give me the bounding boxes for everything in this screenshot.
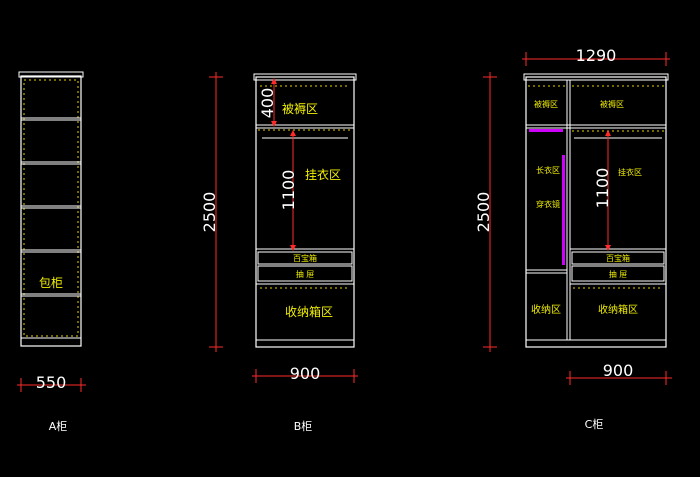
caption-a: A柜 (49, 420, 68, 433)
dim-a-width: 550 (36, 373, 67, 392)
cabinet-c-outline (525, 76, 667, 348)
dim-c-1100: 1100 (593, 168, 612, 209)
cabinet-b-top (253, 73, 357, 81)
zone-bedding: 被褥区 (282, 101, 318, 116)
label-baogui: 包柜 (39, 276, 63, 290)
caption-b: B柜 (294, 420, 313, 433)
dim-c-top: 1290 (576, 46, 617, 65)
cabinet-a-top (18, 71, 84, 78)
dim-arrow (605, 130, 611, 136)
zone-storage-left: 收纳区 (531, 303, 561, 316)
zone-hanging: 挂衣区 (618, 167, 642, 177)
jewelry-box (257, 251, 353, 265)
dim-b-1100: 1100 (279, 170, 298, 211)
dim-arrow (271, 78, 277, 84)
dress-mirror (562, 155, 565, 265)
zone-drawer: 抽 屉 (296, 269, 315, 279)
drawer (257, 265, 353, 282)
cabinet-c: 被褥区 被褥区 长衣区 穿衣镜 收纳区 挂衣区 百宝箱 抽 屉 收纳箱区 110… (474, 46, 672, 431)
zone-long-clothes: 长衣区 (536, 165, 560, 175)
dim-arrow (605, 245, 611, 251)
dim-c-width: 900 (603, 361, 634, 380)
zone-jewelry: 百宝箱 (606, 253, 630, 263)
dim-arrow (290, 130, 296, 136)
zone-drawer: 抽 屉 (609, 269, 628, 279)
cabinet-a: 包柜 550 A柜 (17, 71, 86, 433)
zone-storage: 收纳箱区 (285, 304, 333, 319)
zone-storage-right: 收纳箱区 (598, 303, 638, 316)
dim-b-width: 900 (290, 364, 321, 383)
drawer (571, 265, 665, 282)
dim-b-400: 400 (258, 88, 277, 119)
caption-c: C柜 (585, 418, 604, 431)
cabinet-b: 被褥区 挂衣区 百宝箱 抽 屉 收纳箱区 400 1100 2500 9 (200, 72, 358, 433)
jewelry-box (571, 251, 665, 265)
zone-hanging: 挂衣区 (305, 167, 341, 182)
zone-bedding-right: 被褥区 (600, 99, 624, 109)
dim-c-height: 2500 (474, 192, 493, 233)
cabinet-a-shelves (21, 117, 81, 297)
zone-jewelry: 百宝箱 (293, 253, 317, 263)
long-rod (529, 129, 563, 132)
cabinet-c-top (523, 73, 669, 81)
zone-bedding-left: 被褥区 (534, 99, 558, 109)
dim-arrow (271, 121, 277, 127)
dim-b-height: 2500 (200, 192, 219, 233)
dim-arrow (290, 245, 296, 251)
cabinet-b-outline (255, 76, 355, 348)
zone-dress-mirror: 穿衣镜 (536, 199, 560, 209)
cabinet-a-outline (20, 75, 82, 347)
